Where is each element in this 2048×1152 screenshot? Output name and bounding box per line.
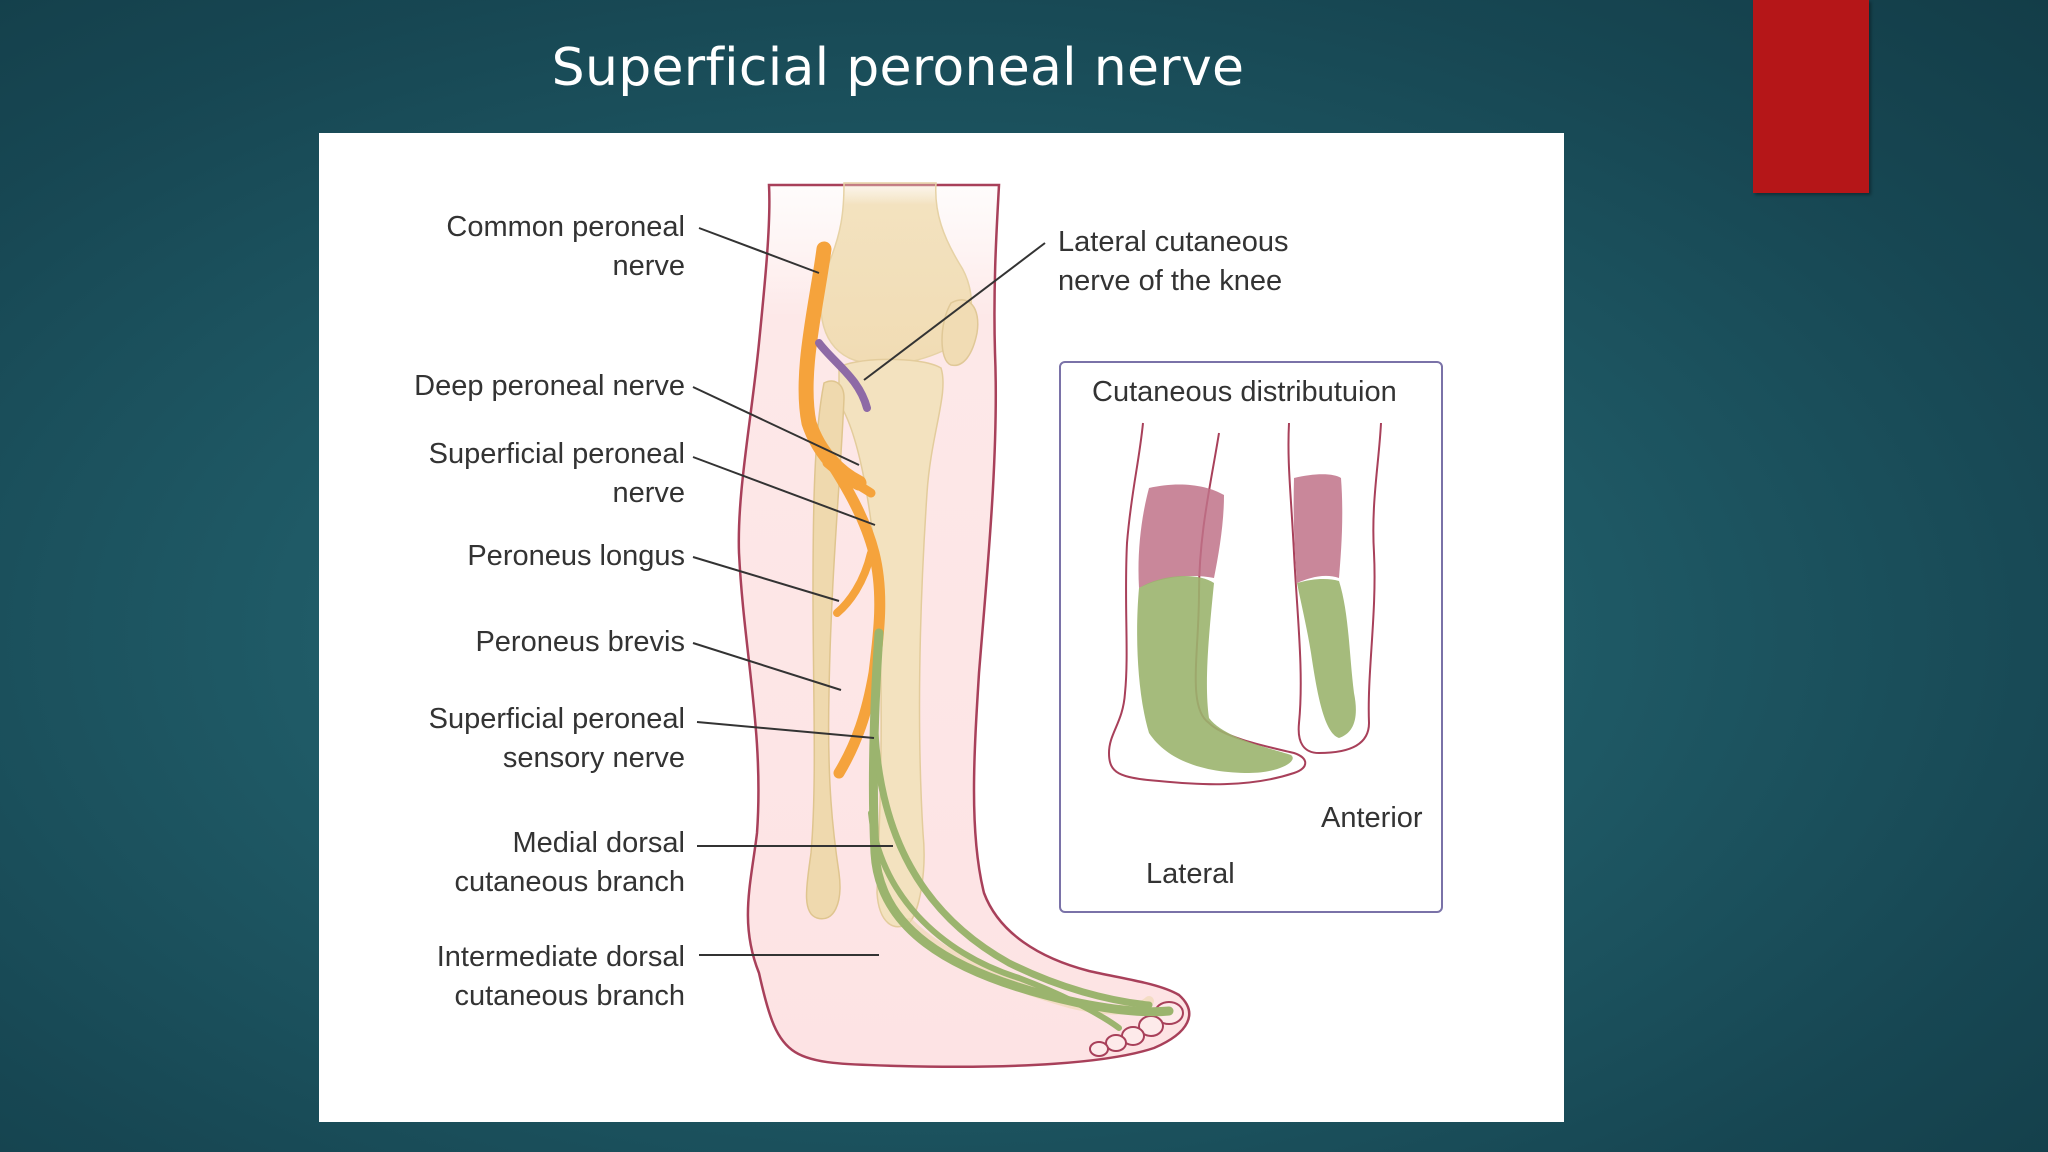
inset-lateral-leg [1107,422,1307,786]
patella-bone [941,299,979,367]
accent-tab [1753,0,1869,193]
label-intermediate-dorsal-cutaneous-branch: Intermediate dorsal cutaneous branch [436,941,685,1012]
deep-peroneal-branch [822,458,876,498]
label-deep-peroneal-nerve: Deep peroneal nerve [414,370,685,402]
leg-illustration [692,182,1382,1068]
peroneus-longus-branch [833,549,875,617]
knee-branch [815,339,871,412]
superficial-peroneal-nerve-path [805,427,886,779]
sensory-nerve-green-branch [871,729,1153,1009]
sensory-nerve-green-branch2 [868,810,1122,1031]
inset-label-lateral: Lateral [1146,858,1235,890]
label-peroneus-brevis: Peroneus brevis [475,626,685,658]
inset-title: Cutaneous distributuion [1092,376,1397,408]
label-superficial-peroneal-sensory-nerve: Superficial peroneal sensory nerve [428,703,685,774]
figure-panel: Common peroneal nerve Deep peroneal nerv… [319,133,1564,1122]
label-superficial-peroneal-nerve: Superficial peroneal nerve [428,438,685,509]
label-peroneus-longus: Peroneus longus [467,540,685,572]
cutaneous-distribution-inset [1059,361,1443,913]
label-common-peroneal-nerve: Common peroneal nerve [446,211,685,282]
leader-lines [692,227,1046,956]
inset-label-anterior: Anterior [1321,802,1423,834]
inset-anterior-leg [1287,422,1382,755]
label-lateral-cutaneous-nerve-of-knee: Lateral cutaneous nerve of the knee [1058,226,1289,297]
slide-title: Superficial peroneal nerve [551,38,1245,98]
label-medial-dorsal-cutaneous-branch: Medial dorsal cutaneous branch [454,827,685,898]
